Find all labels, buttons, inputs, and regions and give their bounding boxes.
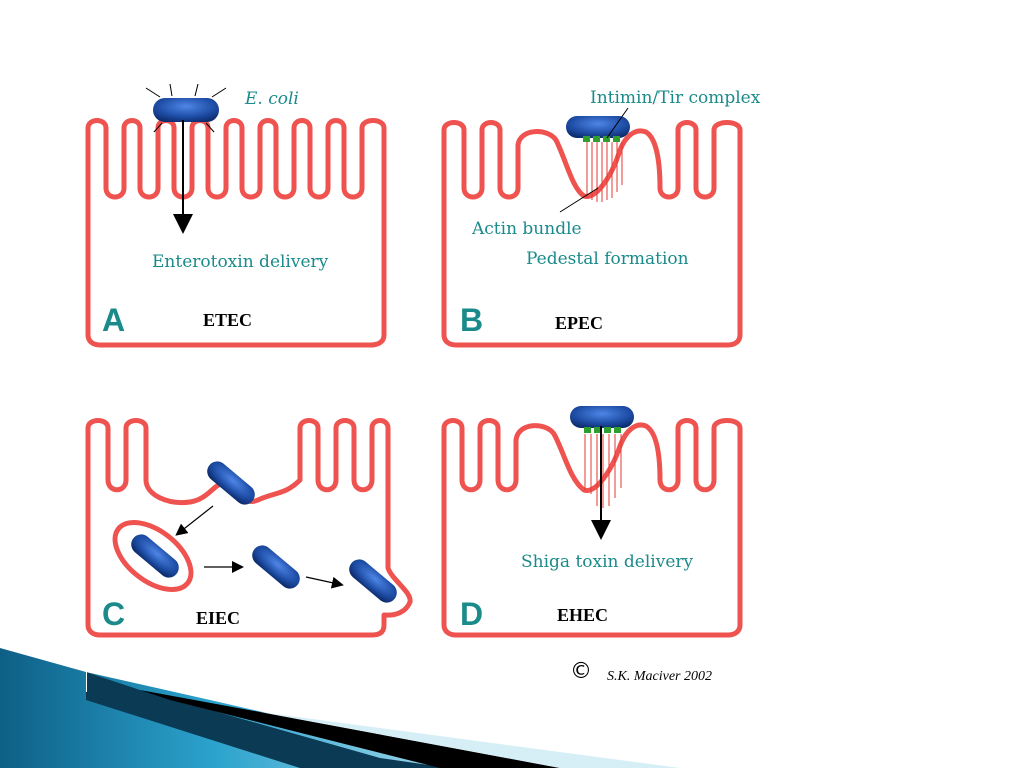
copyright-text: S.K. Maciver 2002 xyxy=(607,669,712,684)
panel-b-actin-bundle xyxy=(586,142,623,202)
panel-b-name: EPEC xyxy=(555,313,603,333)
panel-c-bacterium-free xyxy=(252,545,300,589)
panel-c-arrow-3 xyxy=(305,576,344,589)
panel-d-letter: D xyxy=(460,596,483,632)
panel-d-ehec: Shiga toxin delivery D EHEC xyxy=(441,406,743,638)
panel-d-cell-membrane xyxy=(441,418,743,638)
panel-b-attachment xyxy=(566,116,630,142)
panel-b-actin-label: Actin bundle xyxy=(471,219,582,239)
panel-c-bacterium-vacuole xyxy=(131,534,179,578)
panel-b-actin-pointer xyxy=(559,187,599,213)
panel-c-letter: C xyxy=(102,596,125,632)
panel-a-letter: A xyxy=(102,302,125,338)
panel-a-etec: E. coli Enterotoxin delivery A ETEC xyxy=(85,83,387,348)
panel-c-eiec: C EIEC xyxy=(85,418,413,638)
slide-swoosh-decoration xyxy=(0,648,680,768)
panel-d-name: EHEC xyxy=(557,605,608,625)
panel-d-caption: Shiga toxin delivery xyxy=(521,552,694,572)
panel-b-epec: Intimin/Tir complex Actin bundle Pedesta… xyxy=(441,88,761,348)
panel-b-complex-pointer xyxy=(606,107,629,139)
copyright-notice: © S.K. Maciver 2002 xyxy=(570,659,712,684)
panel-c-arrow-1 xyxy=(175,505,214,536)
panel-d-attachment xyxy=(570,406,634,433)
panel-c-vacuole xyxy=(112,520,194,592)
panel-b-pedestal-label: Pedestal formation xyxy=(526,249,689,269)
panel-a-cell-membrane xyxy=(85,118,387,348)
panel-c-bacterium-spreading xyxy=(349,559,397,603)
panel-c-cell-membrane xyxy=(85,418,413,638)
panel-c-bacterium-entering xyxy=(207,461,255,505)
copyright-symbol: © xyxy=(570,659,592,684)
panel-a-bacterium-label: E. coli xyxy=(244,89,299,109)
panel-b-letter: B xyxy=(460,302,483,338)
panel-b-cell-membrane xyxy=(441,120,743,348)
panel-c-name: EIEC xyxy=(196,608,240,628)
panel-a-name: ETEC xyxy=(203,310,252,330)
panel-a-caption: Enterotoxin delivery xyxy=(152,252,329,272)
panel-b-complex-label: Intimin/Tir complex xyxy=(590,88,761,108)
panel-d-actin-bundle xyxy=(584,434,622,508)
panel-a-bacterium xyxy=(145,83,227,133)
